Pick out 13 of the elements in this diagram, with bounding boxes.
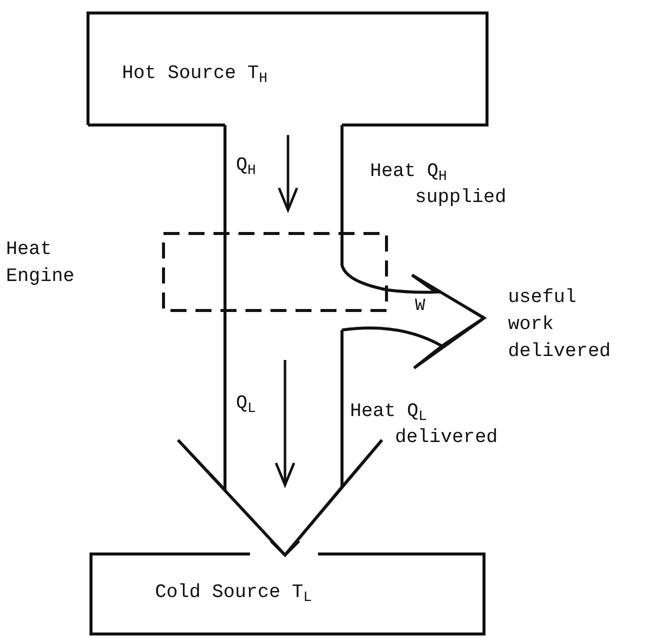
sink-box (90, 553, 485, 635)
quantity-label: Q$_{H}$ (236, 153, 257, 178)
output-label: useful work delivered (480, 284, 625, 374)
flow-arrow (176, 312, 384, 558)
quantity-label: Q$_{L}$ (236, 391, 257, 416)
sink-label: Cold Source T$_{L}$ (155, 581, 312, 605)
source-label: Hot Source T$_{H}$ (122, 62, 268, 86)
flow-arrow (340, 274, 486, 370)
quantity-label: Heat Q$_{H}$ supplied (370, 159, 508, 210)
source-box (88, 12, 488, 125)
flow-arrow (224, 124, 344, 234)
quantity-label: Heat Q$_{L}$ delivered (350, 399, 499, 450)
engine-label: Heat Engine (6, 237, 76, 289)
